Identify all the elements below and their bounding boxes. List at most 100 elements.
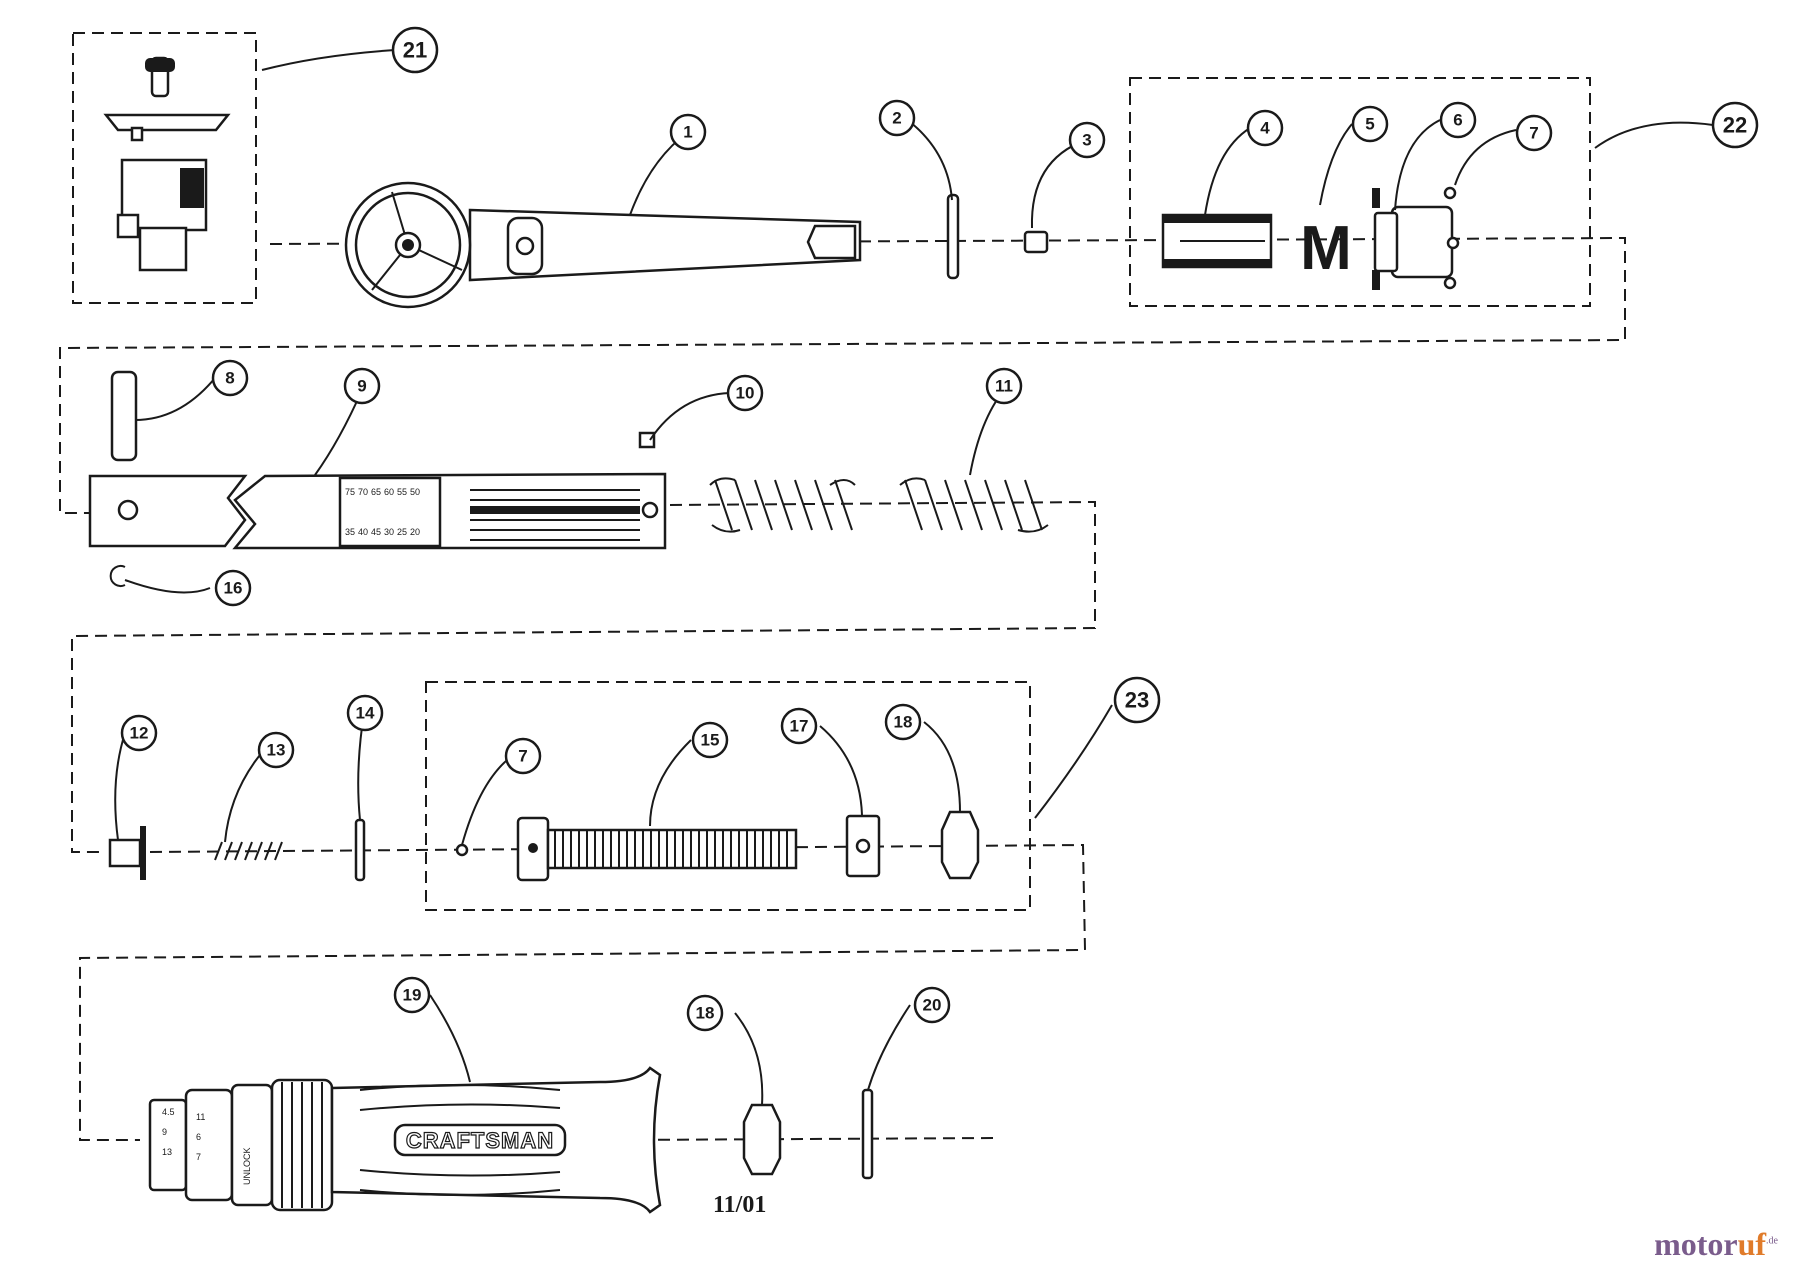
- part-7-balls: [1443, 186, 1460, 290]
- part-15-screw: [516, 816, 798, 882]
- svg-text:18: 18: [696, 1004, 715, 1023]
- svg-text:45: 45: [371, 527, 381, 537]
- svg-text:30: 30: [384, 527, 394, 537]
- callout-14: 14: [346, 694, 384, 732]
- part-10-square: [638, 431, 656, 449]
- svg-text:60: 60: [384, 487, 394, 497]
- part-4-sleeve: [1161, 213, 1273, 269]
- callout-7b: 7: [504, 737, 542, 775]
- centerline-row-3: [79, 843, 1087, 1141]
- part-12-plug: [108, 826, 146, 880]
- handle-brand-label: CRAFTSMAN: [406, 1128, 554, 1153]
- callout-18a: 18: [884, 703, 922, 741]
- callout-12: 12: [120, 714, 158, 752]
- svg-text:25: 25: [397, 527, 407, 537]
- svg-text:40: 40: [358, 527, 368, 537]
- svg-text:15: 15: [701, 731, 720, 750]
- watermark-accent: uf: [1737, 1226, 1767, 1262]
- part-8-pin: [110, 370, 138, 462]
- watermark-suffix: .de: [1766, 1235, 1778, 1247]
- part-21-head-assembly: [103, 56, 231, 272]
- svg-text:20: 20: [410, 527, 420, 537]
- svg-text:70: 70: [358, 487, 368, 497]
- svg-text:3: 3: [1082, 131, 1091, 150]
- svg-text:11: 11: [196, 1112, 205, 1122]
- callout-18b: 18: [686, 994, 724, 1032]
- part-5-label: M: [1300, 214, 1352, 283]
- svg-text:21: 21: [403, 38, 427, 63]
- callout-20: 20: [913, 986, 951, 1024]
- part-11-spring: [709, 477, 1049, 533]
- callout-9: 9: [343, 367, 381, 405]
- svg-text:9: 9: [162, 1127, 167, 1137]
- watermark-main: motor: [1654, 1226, 1738, 1262]
- part-18-nut: [940, 810, 980, 880]
- svg-text:65: 65: [371, 487, 381, 497]
- callout-11: 11: [985, 367, 1023, 405]
- svg-text:2: 2: [892, 109, 901, 128]
- svg-text:6: 6: [1453, 111, 1462, 130]
- part-16-clip: [109, 565, 126, 587]
- callout-6: 6: [1439, 101, 1477, 139]
- svg-text:20: 20: [923, 996, 942, 1015]
- callout-7a: 7: [1515, 114, 1553, 152]
- svg-text:4.5: 4.5: [162, 1107, 175, 1117]
- part-19-handle: CRAFTSMAN UNLOCK 4.5 9 13 11 6 7: [148, 1066, 662, 1214]
- svg-text:16: 16: [224, 579, 243, 598]
- leader-lines: [114, 49, 1714, 1106]
- svg-text:23: 23: [1125, 688, 1149, 713]
- svg-text:6: 6: [196, 1132, 201, 1142]
- svg-text:55: 55: [397, 487, 407, 497]
- svg-text:5: 5: [1365, 115, 1374, 134]
- assembly-23-box: [425, 681, 1031, 911]
- svg-text:12: 12: [130, 724, 149, 743]
- svg-text:50: 50: [410, 487, 420, 497]
- assembly-21-box: [72, 32, 257, 304]
- watermark-logo: motoruf.de: [1654, 1226, 1778, 1263]
- callout-19: 19: [393, 976, 431, 1014]
- part-17-block: [845, 814, 881, 878]
- svg-text:75: 75: [345, 487, 355, 497]
- callout-1: 1: [669, 113, 707, 151]
- svg-text:18: 18: [894, 713, 913, 732]
- svg-text:13: 13: [162, 1147, 172, 1157]
- part-3-block: [1023, 230, 1049, 254]
- svg-text:10: 10: [736, 384, 755, 403]
- callout-3: 3: [1068, 121, 1106, 159]
- callouts: 21 1 2 3 4 5 6 7 22 8 9 10 11 16 12 13 1…: [120, 26, 1759, 1032]
- svg-text:7: 7: [518, 747, 527, 766]
- centerline-row-2: [71, 500, 1096, 853]
- svg-text:4: 4: [1260, 119, 1270, 138]
- svg-text:1: 1: [683, 123, 692, 142]
- callout-2: 2: [878, 99, 916, 137]
- svg-text:8: 8: [225, 369, 234, 388]
- date-code: 11/01: [713, 1192, 767, 1218]
- assembly-guides: [59, 32, 1626, 1141]
- svg-text:7: 7: [1529, 124, 1538, 143]
- part-14-washer: [354, 818, 366, 882]
- svg-text:7: 7: [196, 1152, 201, 1162]
- centerline-row-4: [619, 1137, 996, 1141]
- callout-13: 13: [257, 731, 295, 769]
- handle-unlock-label: UNLOCK: [242, 1147, 252, 1185]
- callout-16: 16: [214, 569, 252, 607]
- callout-4: 4: [1246, 109, 1284, 147]
- callout-10: 10: [726, 374, 764, 412]
- svg-text:19: 19: [403, 986, 422, 1005]
- part-20-washer: [861, 1088, 874, 1180]
- svg-text:9: 9: [357, 377, 366, 396]
- callout-5: 5: [1351, 105, 1389, 143]
- callout-22: 22: [1711, 101, 1759, 149]
- callout-15: 15: [691, 721, 729, 759]
- callout-17: 17: [780, 707, 818, 745]
- centerline-row-1: [59, 236, 1626, 514]
- svg-text:22: 22: [1723, 113, 1747, 138]
- part-7-ball: [455, 843, 469, 857]
- part-2-washer: [946, 193, 960, 280]
- part-6-pawl: [1372, 188, 1454, 290]
- assembly-22-box: [1129, 77, 1591, 307]
- svg-text:17: 17: [790, 717, 809, 736]
- callout-23: 23: [1113, 676, 1161, 724]
